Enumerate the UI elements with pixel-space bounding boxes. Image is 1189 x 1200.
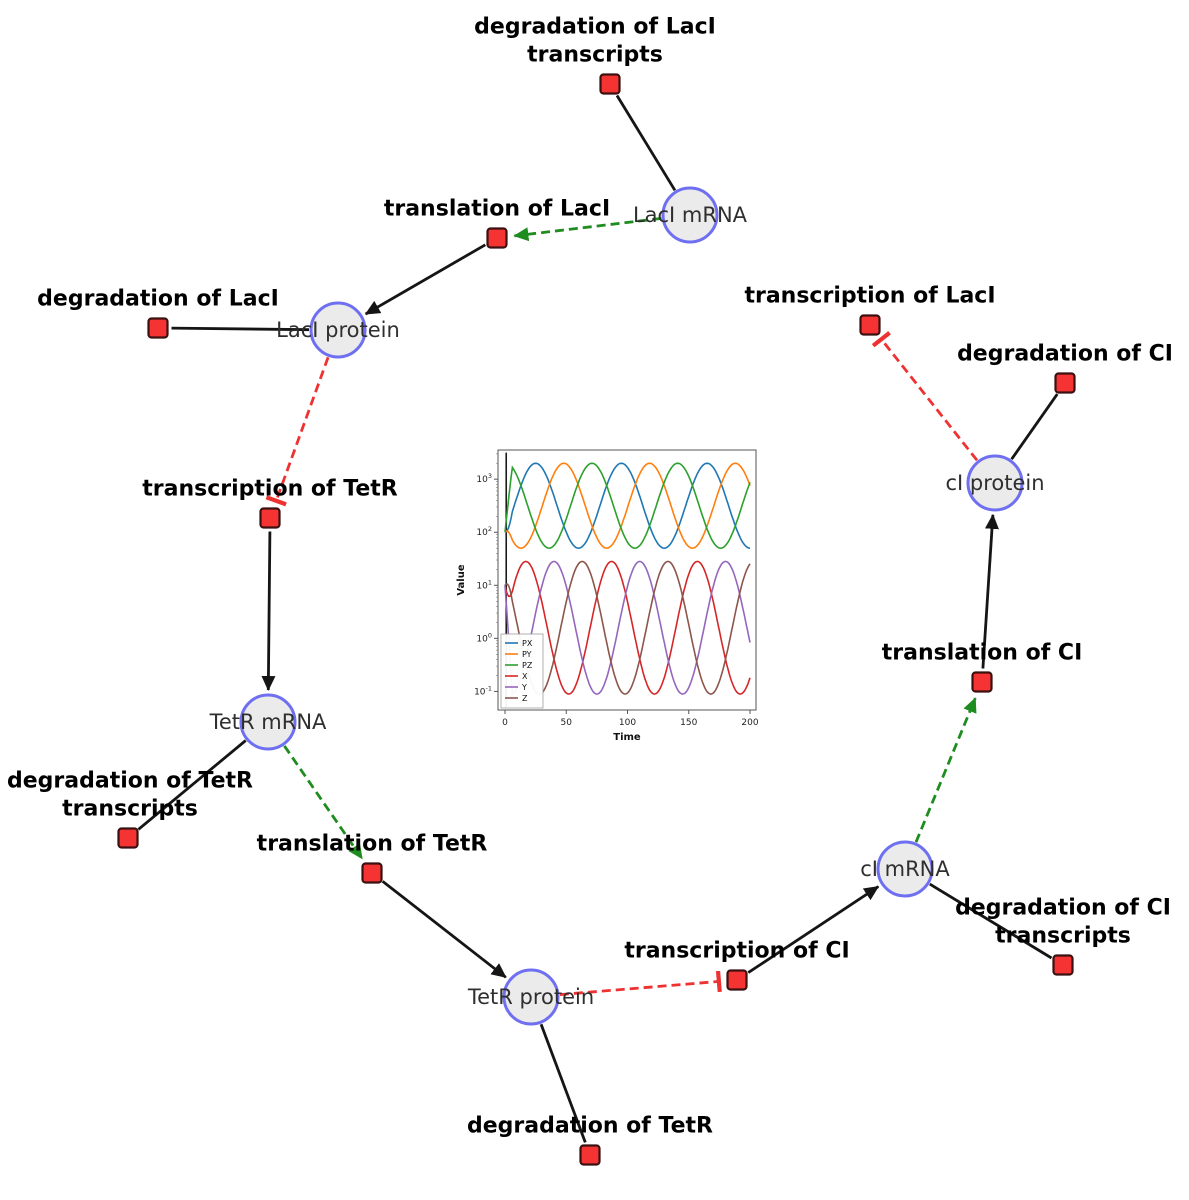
y-tick-label: 103: [476, 472, 492, 485]
x-tick-label: 100: [619, 718, 636, 728]
species-label-tetr_protein: TetR protein: [467, 985, 594, 1009]
reaction-label-deg_tetr_tx: transcripts: [62, 797, 198, 822]
reaction-label-tc_tetr: transcription of TetR: [142, 477, 398, 502]
y-axis-label: Value: [456, 564, 467, 595]
edge-tetr-protein-inhibits-ci-transcription: [559, 970, 722, 996]
reaction-label-tl_laci: translation of LacI: [384, 197, 610, 222]
series-line-PX: [504, 462, 751, 550]
species-node-tetr_protein: [502, 968, 560, 1026]
legend-entry-Y: Y: [521, 683, 527, 692]
reaction-node-deg_ci_tx: [1052, 954, 1074, 976]
edge-transcription-tetr-to-mrna: [261, 531, 276, 691]
edge-laci-protein-to-degradation: [171, 326, 310, 332]
legend-entry-PY: PY: [522, 650, 532, 659]
edge-ci-protein-to-degradation: [1010, 393, 1059, 461]
edges-layer: [137, 94, 1059, 1143]
edge-laci-mrna-to-degradation: [615, 94, 677, 192]
x-tick-label: 150: [680, 718, 697, 728]
y-tick-label: 102: [476, 525, 492, 538]
reaction-node-tc_tetr: [259, 507, 281, 529]
edge-ci-mrna-activates-translation: [914, 697, 977, 843]
series-line-X: [504, 560, 751, 695]
edge-translation-ci-to-protein: [981, 513, 999, 669]
reaction-label-tc_laci: transcription of LacI: [744, 284, 995, 309]
y-axis: 10-1 100 101 102 103: [474, 453, 498, 697]
reaction-node-tc_ci: [726, 969, 748, 991]
reaction-node-deg_laci: [147, 317, 169, 339]
edge-laci-protein-inhibits-tetr-transcription: [265, 356, 330, 507]
legend-entry-Z: Z: [522, 694, 528, 703]
reaction-node-tl_ci: [971, 671, 993, 693]
x-tick-label: 0: [502, 718, 508, 728]
y-tick-label: 101: [476, 578, 492, 591]
species-label-ci_mrna: cI mRNA: [860, 857, 950, 881]
species-label-ci_protein: cI protein: [945, 471, 1044, 495]
edge-laci-mrna-activates-translation: [513, 217, 662, 242]
reaction-label-deg_ci_tx: transcripts: [995, 924, 1131, 949]
x-axis-label: Time: [613, 732, 641, 743]
reaction-node-tl_laci: [486, 227, 508, 249]
reaction-label-deg_ci: degradation of CI: [957, 342, 1173, 367]
reaction-label-deg_laci_tx: transcripts: [527, 43, 663, 68]
edge-ci-protein-inhibits-laci-transcription: [871, 331, 979, 462]
reaction-label-deg_ci_tx: degradation of CI: [955, 896, 1171, 921]
y-tick-label: 10-1: [474, 684, 492, 697]
species-node-tetr_mrna: [239, 693, 297, 751]
series-line-Z: [504, 560, 751, 695]
series-line-Y: [504, 560, 751, 696]
series-line-PY: [504, 462, 751, 550]
reaction-label-deg_laci: degradation of LacI: [37, 287, 279, 312]
edge-ci-mrna-to-degradation: [929, 882, 1053, 960]
nodes-layer: [117, 73, 1076, 1166]
reaction-node-tl_tetr: [361, 862, 383, 884]
y-tick-label: 100: [476, 631, 492, 644]
edge-tetr-mrna-to-degradation: [137, 739, 247, 831]
reaction-label-deg_tetr: degradation of TetR: [467, 1114, 713, 1139]
species-label-tetr_mrna: TetR mRNA: [209, 710, 327, 734]
x-axis: 0 50 100 150 200: [502, 710, 759, 728]
legend: PX PY PZ XYZ: [500, 633, 544, 709]
reaction-node-deg_tetr_tx: [117, 827, 139, 849]
edge-tetr-protein-to-degradation: [539, 1023, 587, 1143]
edge-tetr-mrna-activates-translation: [283, 745, 364, 860]
x-tick-label: 200: [741, 718, 758, 728]
reaction-label-tl_tetr: translation of TetR: [257, 832, 488, 857]
legend-entry-X: X: [522, 672, 528, 681]
reaction-node-deg_ci: [1054, 372, 1076, 394]
edge-translation-laci-to-protein: [364, 243, 487, 316]
species-label-laci_protein: LacI protein: [276, 318, 400, 342]
labels-layer: degradation of LacI transcripts translatio…: [7, 15, 1173, 1139]
species-node-laci_protein: [309, 301, 367, 359]
legend-entry-PX: PX: [522, 639, 533, 648]
reaction-node-deg_tetr: [579, 1144, 601, 1166]
reaction-node-deg_laci_tx: [599, 73, 621, 95]
edge-transcription-ci-to-mrna: [747, 885, 880, 974]
series-line-PZ: [504, 462, 751, 550]
species-node-laci_mrna: [661, 186, 719, 244]
reaction-node-tc_laci: [859, 314, 881, 336]
species-node-ci_protein: [966, 454, 1024, 512]
edge-translation-tetr-to-protein: [381, 880, 507, 979]
reaction-label-tl_ci: translation of CI: [882, 641, 1083, 666]
legend-entry-PZ: PZ: [522, 661, 533, 670]
legend-box: [500, 633, 544, 709]
reaction-label-tc_ci: transcription of CI: [624, 939, 849, 964]
species-node-ci_mrna: [876, 840, 934, 898]
species-label-laci_mrna: LacI mRNA: [633, 203, 748, 227]
x-tick-label: 50: [561, 718, 573, 728]
reaction-label-deg_laci_tx: degradation of LacI: [474, 15, 716, 40]
reaction-label-deg_tetr_tx: degradation of TetR: [7, 769, 253, 794]
